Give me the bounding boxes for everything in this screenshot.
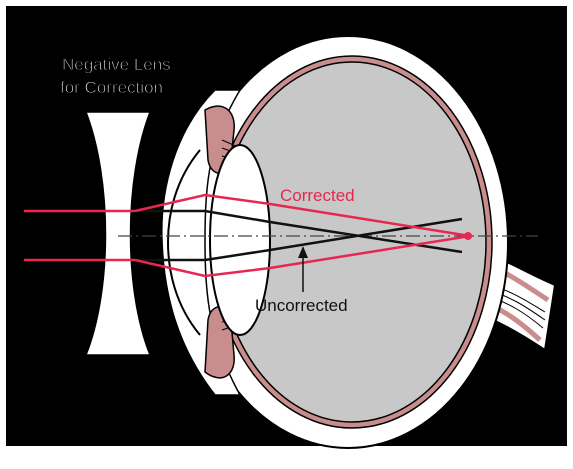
- corrected-label: Corrected: [280, 186, 355, 205]
- anterior-chamber: [161, 89, 242, 396]
- uncorrected-rays: [135, 209, 463, 262]
- crystalline-lens: [209, 144, 271, 336]
- lens-label-line2: for Correction: [60, 78, 163, 97]
- uncorrected-label: Uncorrected: [255, 296, 348, 315]
- cornea: [166, 149, 201, 336]
- focal-point: [464, 232, 472, 240]
- lens-label-line1: Negative Lens: [62, 55, 171, 74]
- corrected-rays: [134, 193, 471, 278]
- negative-lens: [84, 111, 152, 356]
- uncorrected-pointer: [298, 246, 308, 292]
